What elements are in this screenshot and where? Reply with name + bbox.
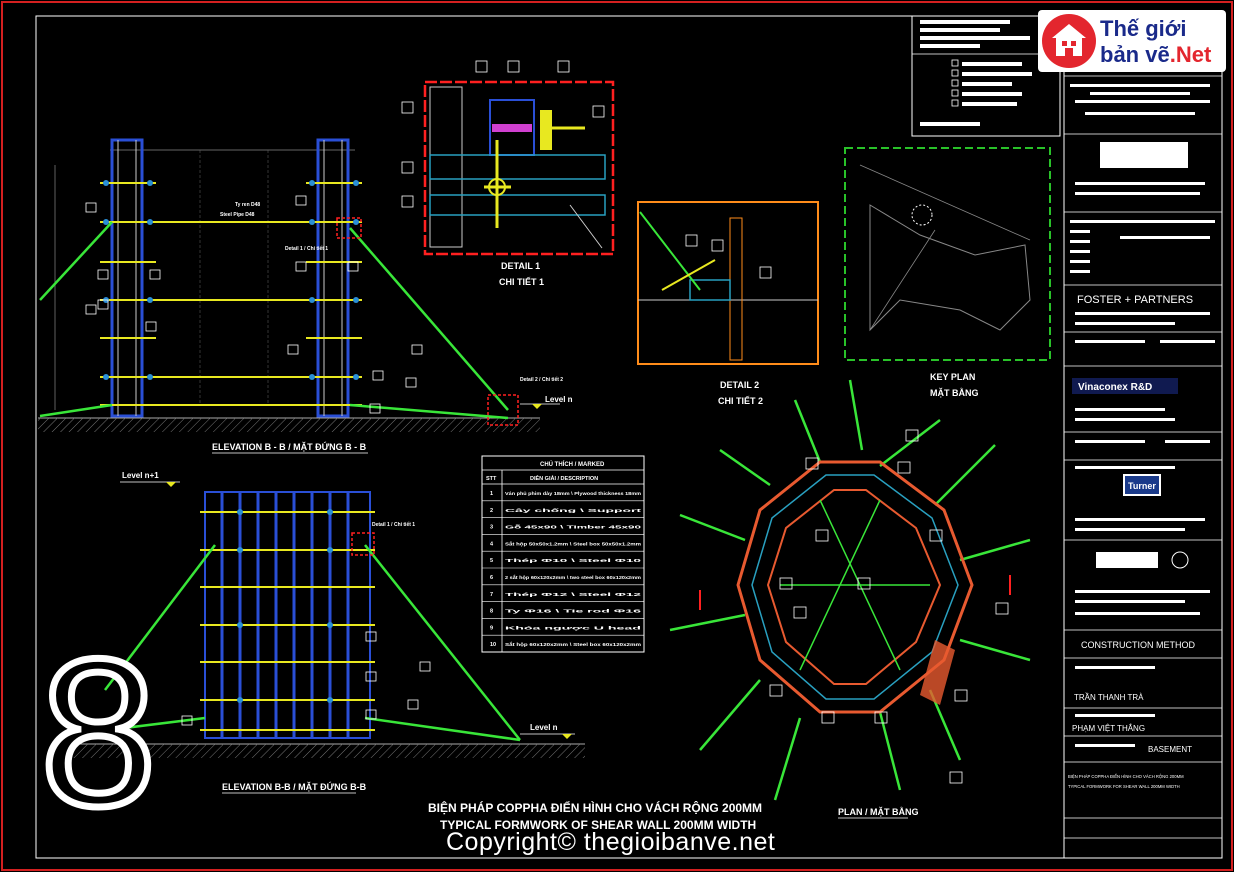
detail1-title: DETAIL 1 (501, 261, 540, 271)
legend-row-description: Gỗ 45x90 \ Timber 45x90 (505, 524, 642, 530)
detail2-title: DETAIL 2 (720, 380, 759, 390)
legend-row-description: Thép Φ12 \ Steel Φ12 (505, 592, 642, 597)
house-logo-icon (1042, 14, 1096, 68)
legend-row-number: 7 (490, 592, 493, 598)
area-name: BASEMENT (1148, 745, 1192, 754)
detail2-reference: Detail 2 / Chi tiết 2 (520, 376, 563, 383)
sheet-number-watermark: 8 (37, 615, 161, 850)
legend-title: CHÚ THÍCH / MARKED (540, 460, 605, 468)
legend-row-number: 4 (490, 541, 494, 547)
legend-row-number: 6 (490, 575, 493, 581)
title-block: VietinBank FOSTER + PARTNERS Vinaconex R… (1063, 15, 1223, 859)
logo-text-net: .Net (1169, 42, 1212, 67)
keyplan-title: KEY PLAN (930, 372, 975, 382)
level-n1-label: Level n+1 (122, 471, 159, 480)
keyplan-subtitle: MẶT BẰNG (930, 388, 979, 398)
architect-name: FOSTER + PARTNERS (1077, 294, 1193, 306)
level-n-label-2: Level n (530, 723, 558, 732)
legend-row-number: 5 (490, 558, 493, 564)
legend-row-description: Cây chống \ Support (505, 507, 642, 513)
legend-row-number: 1 (490, 491, 493, 497)
detail1-subtitle: CHI TIẾT 1 (499, 277, 544, 287)
client-logo-text: VietinBank (1104, 152, 1162, 164)
drawn-by: TRẦN THANH TRÀ (1074, 692, 1144, 702)
legend-row-description: 2 sắt hộp 60x120x2mm \ two steel box 60x… (505, 574, 641, 580)
legend-row-description: Thép Φ10 \ Steel Φ10 (505, 558, 642, 563)
site-logo[interactable]: Thế giới bản vẽ.Net (1038, 10, 1226, 72)
plan-octagon: PLAN / MẶT BẰNG (669, 379, 1031, 819)
detail1-reference: Detail 1 / Chi tiết 1 (285, 245, 328, 252)
legend-table: 1 Ván phủ phim dày 18mm \ Plywood thickne… (481, 455, 645, 653)
elevation-top: Ty ren D48 Steel Pipe D48 Detail 1 / Chi… (38, 138, 573, 454)
logo-text-line2: bản vẽ.Net (1100, 42, 1211, 68)
legend-row-number: 3 (490, 525, 493, 531)
legend-row-number: 10 (490, 642, 496, 648)
detail1-reference-2: Detail 1 / Chi tiết 1 (372, 521, 415, 528)
detail2-subtitle: CHI TIẾT 2 (718, 396, 763, 406)
sheet-title-vn: BIỆN PHÁP COPPHA ĐIỂN HÌNH CHO VÁCH RỘNG… (1068, 774, 1184, 779)
elevation-top-title: ELEVATION B - B / MẶT ĐỨNG B - B (212, 441, 367, 452)
pipe-note-2: Steel Pipe D48 (220, 212, 255, 218)
legend-row-description: Ty Φ16 \ Tie rod Φ16 (505, 609, 642, 614)
legend-row-number: 8 (490, 609, 493, 615)
level-triangle-icon (532, 404, 542, 409)
level-n-label: Level n (545, 395, 573, 404)
revision-notes-box (911, 15, 1061, 137)
legend-row-description: Khóa ngược U head (505, 625, 642, 630)
checked-by: PHẠM VIỆT THẮNG (1072, 724, 1145, 733)
logo-text-main: bản vẽ (1100, 42, 1170, 67)
copyright-watermark: Copyright© thegioibanve.net (446, 828, 776, 856)
logo-text-line1: Thế giới (1100, 16, 1187, 41)
main-title-vn: BIỆN PHÁP COPPHA ĐIỂN HÌNH CHO VÁCH RỘNG… (428, 800, 762, 815)
legend-row-number: 9 (490, 625, 493, 631)
pm-name: Turner (1128, 481, 1156, 491)
legend-row-number: 2 (490, 508, 493, 514)
legend-col-stt: STT (486, 476, 497, 482)
sheet-title-en: TYPICAL FORMWORK FOR SHEAR WALL 200MM WI… (1068, 784, 1180, 789)
detail-2: DETAIL 2 CHI TIẾT 2 (637, 201, 819, 406)
key-plan: KEY PLAN MẶT BẰNG (844, 147, 1051, 398)
main-title-en: TYPICAL FORMWORK OF SHEAR WALL 200MM WID… (440, 818, 756, 832)
pipe-note-1: Ty ren D48 (235, 202, 260, 208)
legend-row-description: Sắt hộp 50x50x1.2mm \ Steel box 50x50x1.… (505, 540, 641, 546)
subcontractor-name: HOA BINH (1100, 559, 1134, 566)
elevation-bottom-title: ELEVATION B-B / MẶT ĐỨNG B-B (222, 781, 367, 792)
plan-title: PLAN / MẶT BẰNG (838, 807, 919, 817)
drawing-type: CONSTRUCTION METHOD (1081, 640, 1195, 650)
legend-col-desc: DIỄN GIẢI / DESCRIPTION (530, 475, 598, 482)
legend-row-description: Sắt hộp 60x120x2mm \ Steel box 60x120x2m… (505, 641, 641, 647)
legend-row-description: Ván phủ phim dày 18mm \ Plywood thicknes… (505, 491, 641, 496)
detail-1: DETAIL 1 CHI TIẾT 1 (401, 60, 615, 287)
contractor-name: Vinaconex R&D (1078, 382, 1152, 393)
sheet-border (35, 15, 1223, 859)
elevation-bottom: Detail 1 / Chi tiết 1 Level n+1 Level n … (55, 471, 585, 794)
